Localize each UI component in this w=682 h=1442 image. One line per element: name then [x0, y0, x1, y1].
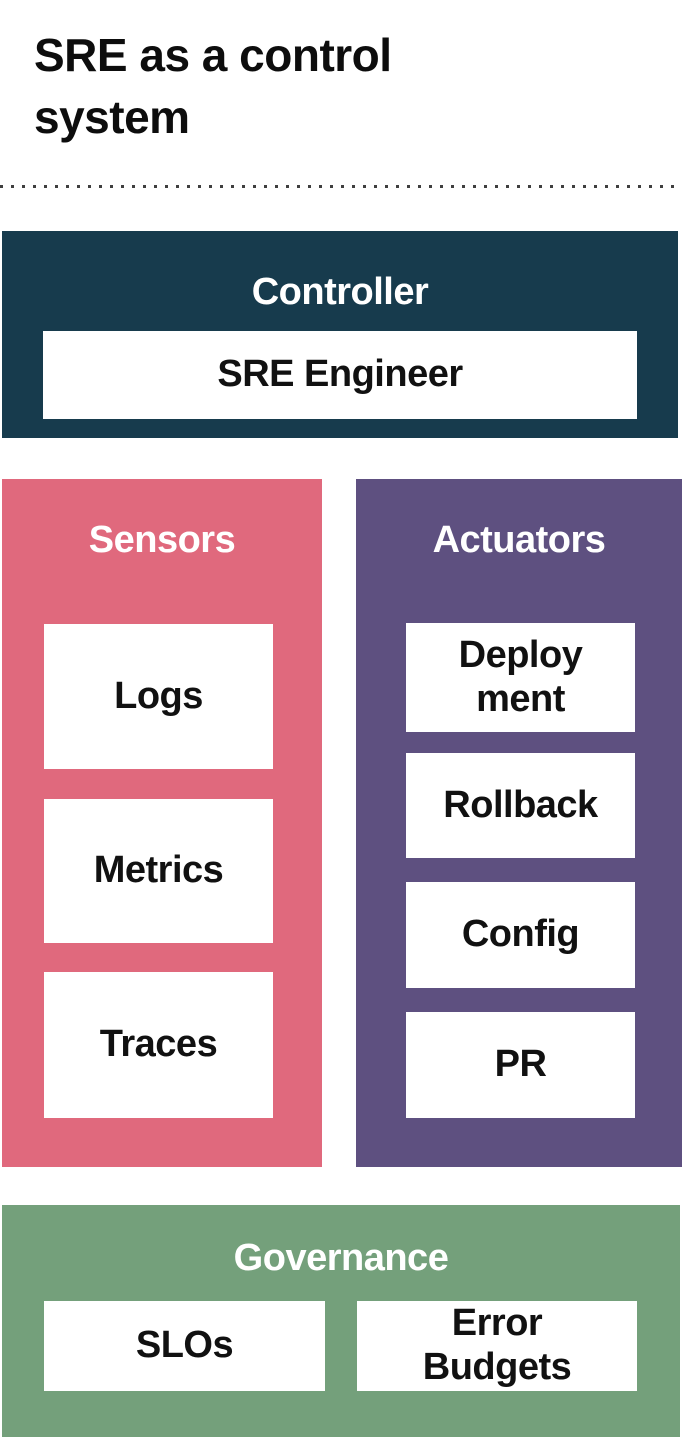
card-label-config: Config — [461, 913, 580, 956]
card-label-sre-engineer: SRE Engineer — [217, 353, 463, 396]
governance-section: Governance SLOs Error Budgets — [2, 1205, 680, 1437]
dotted-divider — [0, 185, 682, 188]
sensor-card-logs: Logs — [44, 624, 273, 769]
governance-card-slos: SLOs — [44, 1301, 325, 1391]
card-label-pr: PR — [494, 1043, 547, 1086]
card-label-error-budgets: Error Budgets — [422, 1302, 572, 1388]
sensors-heading: Sensors — [88, 519, 236, 561]
card-label-logs: Logs — [114, 674, 203, 717]
governance-heading: Governance — [233, 1237, 449, 1279]
page-title: SRE as a control system — [34, 29, 392, 143]
card-label-rollback: Rollback — [443, 783, 598, 826]
controller-card-sre-engineer: SRE Engineer — [43, 331, 637, 419]
controller-heading: Controller — [251, 271, 429, 313]
actuator-card-config: Config — [406, 882, 635, 988]
card-label-metrics: Metrics — [93, 849, 224, 892]
actuator-card-rollback: Rollback — [406, 753, 635, 858]
governance-card-error-budgets: Error Budgets — [357, 1301, 637, 1391]
controller-section: Controller SRE Engineer — [2, 231, 678, 438]
actuators-heading: Actuators — [432, 519, 606, 561]
actuators-section: Actuators Deploy​ment Rollback Config PR — [356, 479, 682, 1167]
card-label-slos: SLOs — [135, 1324, 234, 1367]
sensor-card-traces: Traces — [44, 972, 273, 1118]
actuator-card-pr: PR — [406, 1012, 635, 1118]
card-label-traces: Traces — [99, 1023, 218, 1066]
sensor-card-metrics: Metrics — [44, 799, 273, 943]
actuator-card-deployment: Deploy​ment — [406, 623, 635, 732]
sensors-section: Sensors Logs Metrics Traces — [2, 479, 322, 1167]
card-label-deployment: Deploy​ment — [458, 633, 583, 720]
